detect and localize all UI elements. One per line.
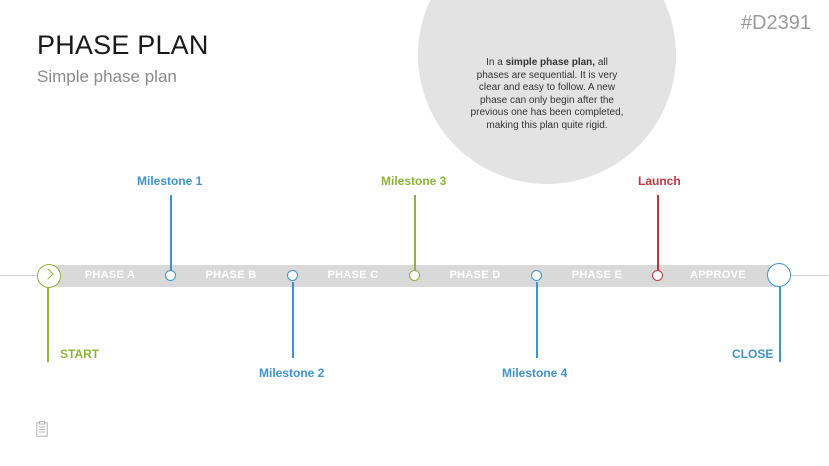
launch-label: Launch — [638, 174, 681, 188]
start-line — [47, 287, 49, 362]
milestone-2-node — [287, 270, 298, 281]
milestone-2-line — [292, 282, 294, 358]
close-node — [767, 263, 791, 287]
callout-rest: all phases are sequential. It is very cl… — [470, 57, 624, 131]
phase-label-b: PHASE B — [205, 269, 257, 281]
launch-line — [657, 195, 659, 270]
milestone-3-node — [409, 270, 420, 281]
milestone-2-label: Milestone 2 — [259, 366, 325, 380]
phase-label-c: PHASE C — [327, 269, 379, 281]
milestone-3-label: Milestone 3 — [381, 174, 447, 188]
phase-label-a: PHASE A — [84, 269, 136, 281]
clipboard-icon — [36, 421, 48, 437]
phase-label-approve: APPROVE — [690, 269, 746, 281]
start-node — [37, 264, 61, 288]
milestone-1-line — [170, 195, 172, 270]
page-title: PHASE PLAN — [37, 30, 209, 60]
milestone-4-node — [531, 270, 542, 281]
close-line — [779, 287, 781, 362]
callout-text: In a simple phase plan, all phases are s… — [470, 57, 624, 132]
phase-label-e: PHASE E — [571, 269, 623, 281]
callout-bold: simple phase plan, — [505, 57, 596, 68]
milestone-4-label: Milestone 4 — [502, 366, 568, 380]
callout-prefix: In a — [486, 57, 506, 68]
milestone-4-line — [536, 282, 538, 358]
milestone-1-label: Milestone 1 — [137, 174, 203, 188]
phase-label-d: PHASE D — [449, 269, 501, 281]
page-subtitle: Simple phase plan — [37, 67, 177, 86]
start-label: START — [60, 347, 100, 361]
launch-node — [652, 270, 663, 281]
slide-code: #D2391 — [740, 12, 811, 34]
milestone-3-line — [414, 195, 416, 270]
milestone-1-node — [165, 270, 176, 281]
close-label: CLOSE — [732, 347, 774, 361]
